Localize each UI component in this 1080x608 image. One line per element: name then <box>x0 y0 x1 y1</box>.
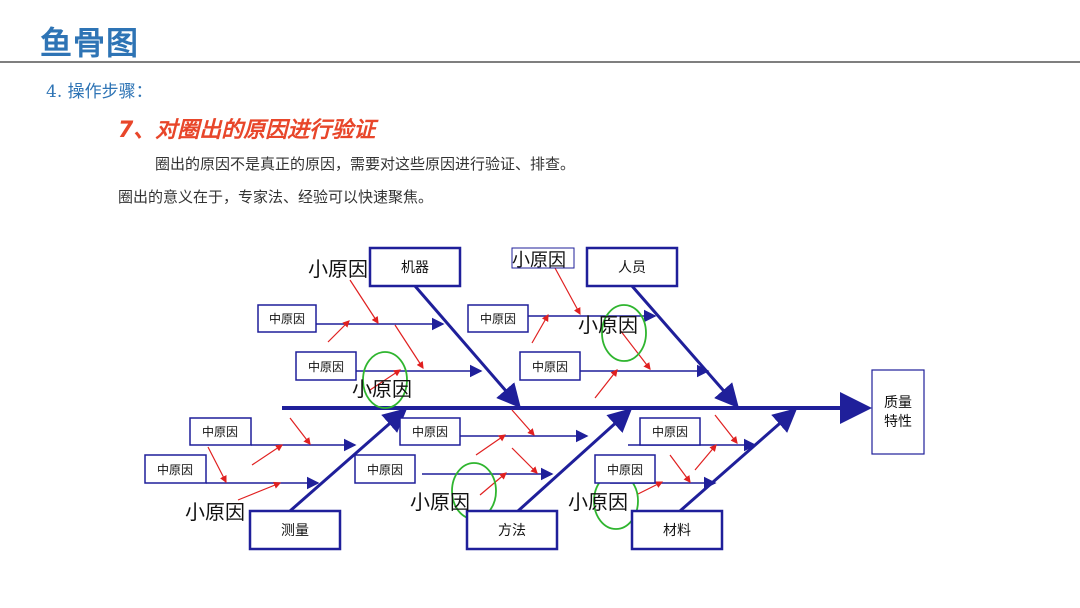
effect-line-2: 特性 <box>884 414 912 430</box>
category-measure: 测量 <box>281 523 309 539</box>
subtitle: 7、对圈出的原因进行验证 <box>118 118 376 143</box>
small-cause: 小原因 <box>308 257 368 281</box>
bone-material <box>679 408 798 513</box>
mid-cause: 中原因 <box>607 462 643 477</box>
mid-cause: 中原因 <box>202 424 238 439</box>
mid-cause: 中原因 <box>532 359 568 374</box>
small-cause: 小原因 <box>352 377 412 401</box>
small-cause: 小原因 <box>568 490 628 514</box>
mid-cause: 中原因 <box>367 462 403 477</box>
mid-cause: 中原因 <box>480 311 516 326</box>
mid-cause: 中原因 <box>157 462 193 477</box>
paragraph-1: 圈出的原因不是真正的原因，需要对这些原因进行验证、排查。 <box>155 155 576 173</box>
category-people: 人员 <box>618 260 646 276</box>
title-divider <box>0 61 1080 63</box>
step-heading: 4. 操作步骤： <box>46 82 153 102</box>
bone-people <box>630 285 739 409</box>
mid-cause: 中原因 <box>652 424 688 439</box>
category-method: 方法 <box>498 523 526 539</box>
category-material: 材料 <box>663 523 691 539</box>
bone-method <box>516 407 633 513</box>
mid-cause: 中原因 <box>412 424 448 439</box>
effect-line-1: 质量 <box>884 395 912 411</box>
slide-title: 鱼骨图 <box>40 24 140 62</box>
small-cause: 小原因 <box>185 500 245 524</box>
small-cause: 小原因 <box>578 313 638 337</box>
small-cause: 小原因 <box>512 250 566 271</box>
category-machine: 机器 <box>401 260 429 276</box>
paragraph-2: 圈出的意义在于，专家法、经验可以快速聚焦。 <box>118 188 434 206</box>
mid-cause: 中原因 <box>269 311 305 326</box>
bone-machine <box>413 285 521 409</box>
small-cause-arrows <box>207 267 738 501</box>
verification-circles <box>362 304 647 530</box>
small-cause: 小原因 <box>410 490 470 514</box>
bone-measure <box>289 408 408 513</box>
mid-cause: 中原因 <box>308 359 344 374</box>
